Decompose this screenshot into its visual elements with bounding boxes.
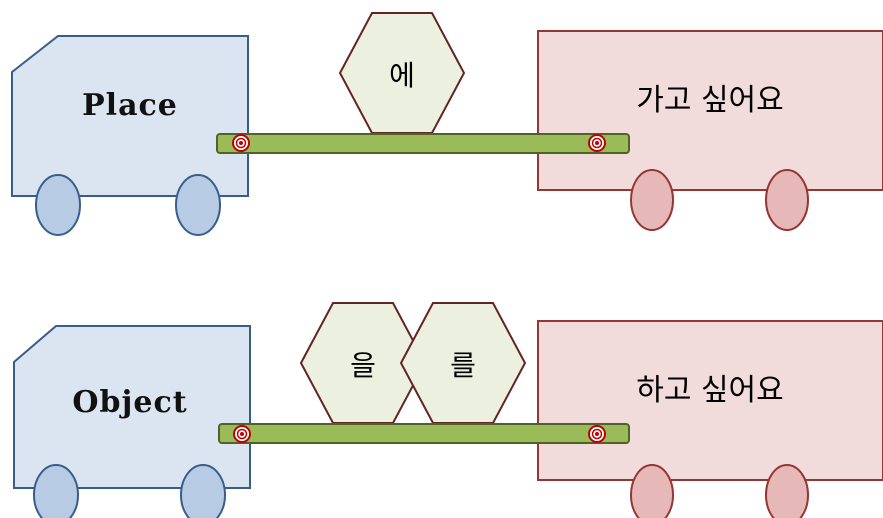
bolt-icon xyxy=(233,425,251,443)
connector-bar xyxy=(216,133,630,154)
connector-bar-rod xyxy=(216,133,630,154)
right-truck-object: 하고 싶어요 xyxy=(537,320,883,518)
particle-block: 을 xyxy=(299,302,427,424)
left-truck-wheel-rear xyxy=(175,174,221,236)
particle-block: 에 xyxy=(338,12,466,134)
left-truck-wheel-front xyxy=(35,174,81,236)
left-truck-body xyxy=(13,325,251,489)
bolt-icon xyxy=(232,134,250,152)
right-truck-body xyxy=(537,30,883,191)
left-truck-place: Place xyxy=(11,35,249,236)
row-object: Object 하고 싶어요 을 를 xyxy=(13,302,883,518)
right-truck-wheel-rear xyxy=(765,464,809,518)
particle-block: 를 xyxy=(399,302,527,424)
left-truck-body xyxy=(11,35,249,197)
row-place: Place 가고 싶어요 에 xyxy=(11,12,883,236)
right-truck-wheel-front xyxy=(630,169,674,231)
bolt-icon xyxy=(588,134,606,152)
right-truck-body xyxy=(537,320,883,481)
right-truck-label: 하고 싶어요 xyxy=(636,373,784,408)
particle-label: 를 xyxy=(450,349,476,382)
left-truck-label: Object xyxy=(72,385,187,420)
right-truck-label: 가고 싶어요 xyxy=(636,83,784,118)
bolt-icon xyxy=(588,425,606,443)
particle-label: 을 xyxy=(350,349,376,382)
connector-bar xyxy=(218,423,630,444)
particle-label: 에 xyxy=(389,59,415,92)
right-truck-place: 가고 싶어요 xyxy=(537,30,883,231)
left-truck-object: Object xyxy=(13,325,251,518)
right-truck-wheel-rear xyxy=(765,169,809,231)
left-truck-wheel-rear xyxy=(180,464,226,518)
right-truck-wheel-front xyxy=(630,464,674,518)
left-truck-label: Place xyxy=(82,88,178,123)
connector-bar-rod xyxy=(218,423,630,444)
left-truck-wheel-front xyxy=(33,464,79,518)
